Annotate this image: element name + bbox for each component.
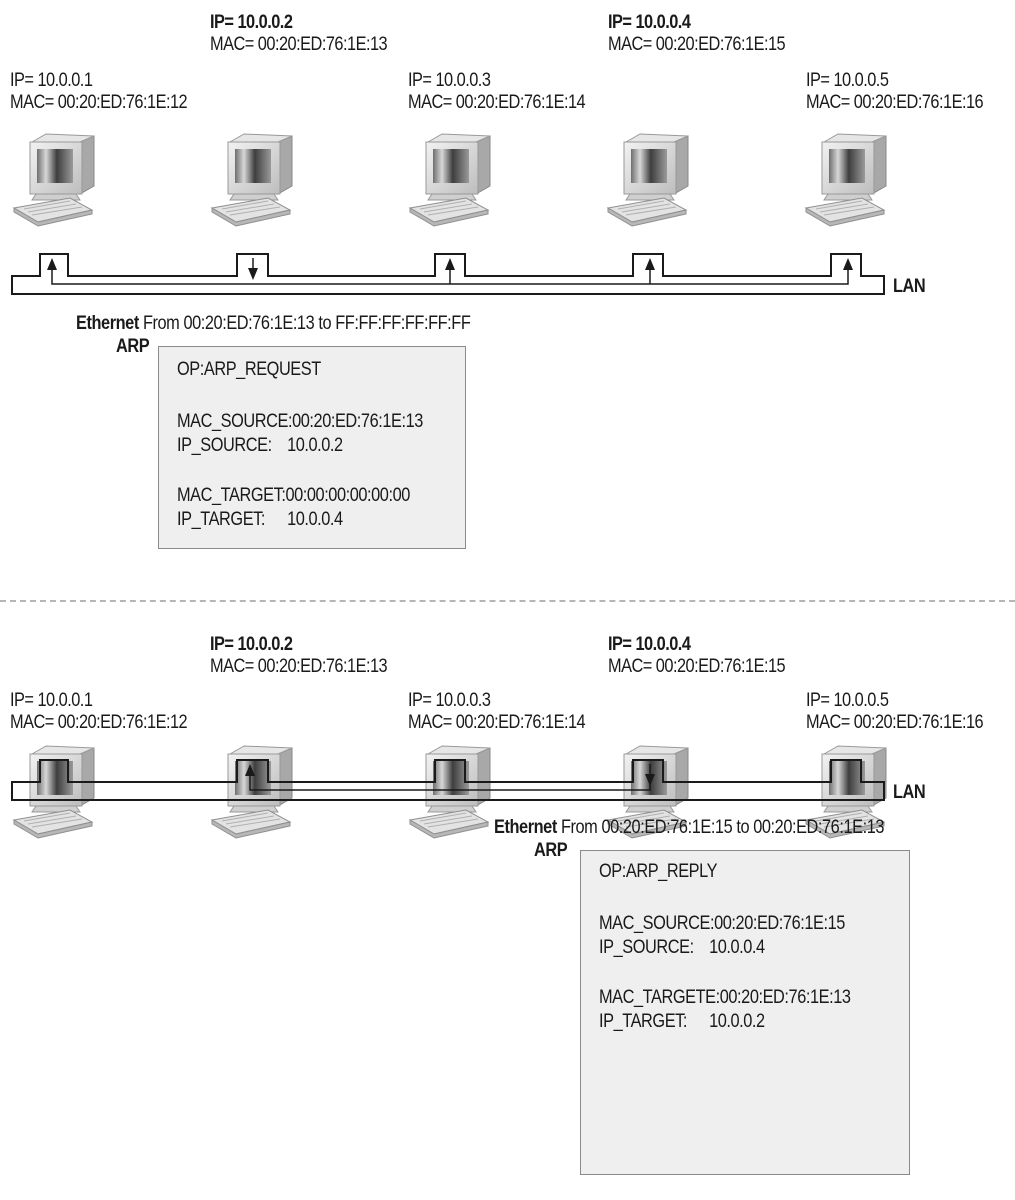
host-ip: IP= 10.0.0.4	[608, 12, 691, 33]
host-ip: IP= 10.0.0.1	[10, 690, 93, 711]
arp-op: OP:ARP_REPLY	[599, 861, 718, 882]
ethernet-frame-line: Ethernet From 00:20:ED:76:1E:15 to 00:20…	[494, 817, 884, 839]
up-arrow-icon	[843, 258, 853, 270]
host-ip: IP= 10.0.0.5	[806, 690, 889, 711]
host-label-4: IP= 10.0.0.4 MAC= 00:20:ED:76:1E:15	[608, 634, 786, 678]
field-value: 00:20:ED:76:1E:13	[292, 411, 423, 432]
field-value: 10.0.0.4	[287, 509, 343, 530]
host-mac: MAC= 00:20:ED:76:1E:12	[10, 712, 188, 733]
host-label-4: IP= 10.0.0.4 MAC= 00:20:ED:76:1E:15	[608, 12, 786, 56]
field-value: 00:20:ED:76:1E:13	[719, 987, 851, 1008]
arp-label: ARP	[534, 840, 568, 861]
host-label-5: IP= 10.0.0.5 MAC= 00:20:ED:76:1E:16	[806, 70, 984, 114]
host-label-3: IP= 10.0.0.3 MAC= 00:20:ED:76:1E:14	[408, 690, 586, 734]
field-value: 10.0.0.2	[709, 1011, 765, 1032]
arp-packet-box: OP:ARP_REQUEST MAC_SOURCE:00:20:ED:76:1E…	[158, 346, 466, 549]
field-value: 10.0.0.4	[709, 937, 765, 958]
host-mac: MAC= 00:20:ED:76:1E:13	[210, 34, 388, 55]
field-key: IP_SOURCE:	[599, 937, 694, 958]
host-ip: IP= 10.0.0.4	[608, 634, 691, 655]
host-mac: MAC= 00:20:ED:76:1E:13	[210, 656, 388, 677]
host-ip: IP= 10.0.0.2	[210, 12, 293, 33]
host-label-2: IP= 10.0.0.2 MAC= 00:20:ED:76:1E:13	[210, 12, 388, 56]
host-mac: MAC= 00:20:ED:76:1E:16	[806, 92, 984, 113]
mac-source-row: MAC_SOURCE:00:20:ED:76:1E:15	[599, 913, 845, 935]
arp-op: OP:ARP_REQUEST	[177, 359, 321, 380]
field-value: 10.0.0.2	[287, 435, 343, 456]
host-ip: IP= 10.0.0.1	[10, 70, 93, 91]
lan-label: LAN	[893, 276, 926, 297]
down-arrow-icon	[248, 268, 258, 280]
field-key: IP_SOURCE:	[177, 435, 272, 456]
host-ip: IP= 10.0.0.2	[210, 634, 293, 655]
host-mac: MAC= 00:20:ED:76:1E:16	[806, 712, 984, 733]
field-value: 00:00:00:00:00:00	[285, 485, 410, 506]
ip-source-row: IP_SOURCE: 10.0.0.4	[599, 937, 765, 959]
field-key: IP_TARGET:	[177, 509, 266, 530]
host-label-1: IP= 10.0.0.1 MAC= 00:20:ED:76:1E:12	[10, 690, 188, 734]
ip-source-row: IP_SOURCE: 10.0.0.2	[177, 435, 343, 457]
host-mac: MAC= 00:20:ED:76:1E:15	[608, 656, 786, 677]
frame-addresses: From 00:20:ED:76:1E:13 to FF:FF:FF:FF:FF…	[142, 313, 471, 334]
up-arrow-icon	[245, 764, 255, 776]
up-arrow-icon	[445, 258, 455, 270]
field-key: MAC_TARGETE:	[599, 987, 720, 1008]
field-key: MAC_SOURCE:	[177, 411, 293, 432]
mac-target-row: MAC_TARGET:00:00:00:00:00:00	[177, 485, 410, 507]
host-ip: IP= 10.0.0.5	[806, 70, 889, 91]
host-mac: MAC= 00:20:ED:76:1E:15	[608, 34, 786, 55]
lan-label: LAN	[893, 782, 926, 803]
arp-packet-box: OP:ARP_REPLY MAC_SOURCE:00:20:ED:76:1E:1…	[580, 850, 910, 1175]
up-arrow-icon	[645, 258, 655, 270]
lan-outer-path	[11, 759, 885, 801]
arp-label: ARP	[116, 336, 150, 357]
host-ip: IP= 10.0.0.3	[408, 70, 491, 91]
host-label-1: IP= 10.0.0.1 MAC= 00:20:ED:76:1E:12	[10, 70, 188, 114]
arp-reply-panel: IP= 10.0.0.1 MAC= 00:20:ED:76:1E:12 IP= …	[0, 620, 1015, 1175]
frame-addresses: From 00:20:ED:76:1E:15 to 00:20:ED:76:1E…	[560, 817, 885, 838]
field-value: 00:20:ED:76:1E:15	[714, 913, 845, 934]
host-ip: IP= 10.0.0.3	[408, 690, 491, 711]
lan-outer-path	[11, 253, 885, 295]
host-label-3: IP= 10.0.0.3 MAC= 00:20:ED:76:1E:14	[408, 70, 586, 114]
ethernet-frame-line: Ethernet From 00:20:ED:76:1E:13 to FF:FF…	[76, 313, 471, 335]
ethernet-label: Ethernet	[494, 817, 557, 838]
mac-target-row: MAC_TARGETE:00:20:ED:76:1E:13	[599, 987, 851, 1009]
host-mac: MAC= 00:20:ED:76:1E:14	[408, 92, 586, 113]
ip-target-row: IP_TARGET: 10.0.0.4	[177, 509, 343, 531]
ip-target-row: IP_TARGET: 10.0.0.2	[599, 1011, 765, 1033]
field-key: IP_TARGET:	[599, 1011, 688, 1032]
field-key: MAC_TARGET:	[177, 485, 286, 506]
host-mac: MAC= 00:20:ED:76:1E:14	[408, 712, 586, 733]
mac-source-row: MAC_SOURCE:00:20:ED:76:1E:13	[177, 411, 423, 433]
host-mac: MAC= 00:20:ED:76:1E:12	[10, 92, 188, 113]
field-key: MAC_SOURCE:	[599, 913, 715, 934]
arp-request-panel: IP= 10.0.0.1 MAC= 00:20:ED:76:1E:12 IP= …	[0, 0, 1015, 580]
lan-bus	[11, 759, 885, 801]
lan-bus	[11, 253, 885, 295]
host-label-2: IP= 10.0.0.2 MAC= 00:20:ED:76:1E:13	[210, 634, 388, 678]
host-label-5: IP= 10.0.0.5 MAC= 00:20:ED:76:1E:16	[806, 690, 984, 734]
down-arrow-icon	[645, 774, 655, 786]
up-arrow-icon	[47, 258, 57, 270]
panel-divider	[0, 600, 1015, 602]
ethernet-label: Ethernet	[76, 313, 139, 334]
